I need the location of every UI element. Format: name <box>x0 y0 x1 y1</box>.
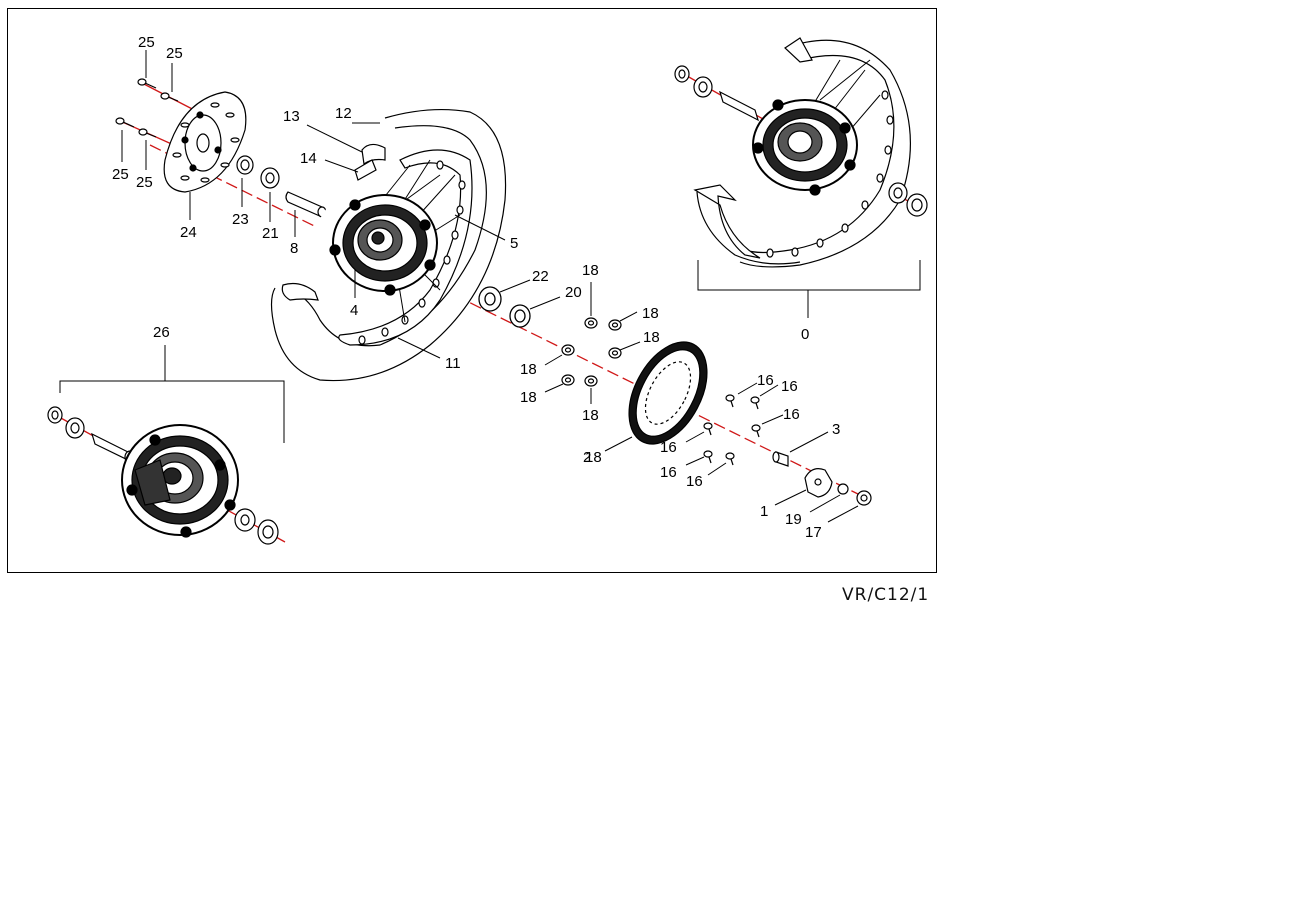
hub-4 <box>329 194 438 296</box>
part-label: 1 <box>760 503 768 520</box>
bearing-20 <box>509 304 531 328</box>
nut <box>561 344 575 356</box>
bolt <box>725 394 735 408</box>
hub-kit-assembly <box>47 406 279 545</box>
rim-11 <box>338 149 473 346</box>
part-label: 22 <box>532 268 549 285</box>
part-label: 5 <box>510 235 518 252</box>
valve-13-14 <box>354 143 386 181</box>
part-label: 18 <box>643 329 660 346</box>
bracket-0 <box>697 260 921 291</box>
part-label: 25 <box>136 174 153 191</box>
part-label: 13 <box>283 108 300 125</box>
reference-code: VR/C12/1 <box>842 585 930 605</box>
part-label: 18 <box>582 262 599 279</box>
part-label: 16 <box>660 439 677 456</box>
bolt <box>750 396 760 410</box>
diagram-frame <box>7 8 937 573</box>
part-label: 26 <box>153 324 170 341</box>
part-label: 2 <box>583 449 591 466</box>
disc-bolt <box>160 92 179 102</box>
part-label: 16 <box>781 378 798 395</box>
part-label: 17 <box>805 524 822 541</box>
disc-bolts <box>115 78 179 138</box>
part-label: 21 <box>262 225 279 242</box>
rear-wheel <box>270 109 507 382</box>
wheel-hub <box>752 99 858 196</box>
tube-lip <box>281 282 319 301</box>
part-label: 16 <box>757 372 774 389</box>
nut <box>561 374 575 386</box>
part-label: 25 <box>138 34 155 51</box>
leader-lines <box>121 50 859 523</box>
part-label: 14 <box>300 150 317 167</box>
part-label: 11 <box>445 355 461 372</box>
hub-body <box>121 424 239 538</box>
brake-disc <box>163 91 247 193</box>
part-label: 25 <box>166 45 183 62</box>
part-label: 18 <box>585 449 602 466</box>
part-label: 20 <box>565 284 582 301</box>
part-label: 18 <box>520 389 537 406</box>
bearing-23 <box>236 155 254 175</box>
complete-wheel-assembly <box>674 37 928 268</box>
part-label: 18 <box>582 407 599 424</box>
part-label: 12 <box>335 105 352 122</box>
bolt <box>703 450 713 464</box>
nut <box>584 317 598 329</box>
part-label: 16 <box>660 464 677 481</box>
spacer-8 <box>285 191 323 218</box>
part-label: 25 <box>112 166 129 183</box>
bracket-26 <box>59 380 285 443</box>
part-label: 16 <box>783 406 800 423</box>
disc-bolt <box>115 117 135 128</box>
bolt <box>725 452 735 466</box>
part-label: 24 <box>180 224 197 241</box>
part-label: 0 <box>801 326 809 343</box>
part-label: 18 <box>520 361 537 378</box>
nut <box>608 319 622 331</box>
part-label: 16 <box>686 473 703 490</box>
part-label: 3 <box>832 421 840 438</box>
disc-bolt <box>138 128 157 138</box>
bolt <box>751 424 761 438</box>
bolt <box>703 422 713 436</box>
disc-bolt <box>137 78 157 89</box>
part-labels: 25 25 25 25 24 23 21 8 13 12 14 5 4 22 2… <box>112 34 840 541</box>
part-label: 18 <box>642 305 659 322</box>
sprocket-2 <box>628 341 708 445</box>
nuts-18 <box>561 317 622 387</box>
bearing-22 <box>478 286 502 312</box>
rim-holes <box>766 90 894 258</box>
bearing-21 <box>260 167 280 189</box>
part-label: 19 <box>785 511 802 528</box>
group-brackets <box>59 260 921 443</box>
part-label: 8 <box>290 240 298 257</box>
washer-19 <box>837 483 849 495</box>
main-axis <box>149 144 861 496</box>
rim-holes <box>358 160 466 345</box>
part-label: 23 <box>232 211 249 228</box>
nut <box>608 347 622 359</box>
nut <box>584 375 598 387</box>
part-label: 4 <box>350 302 358 319</box>
bolts-16 <box>703 394 761 466</box>
